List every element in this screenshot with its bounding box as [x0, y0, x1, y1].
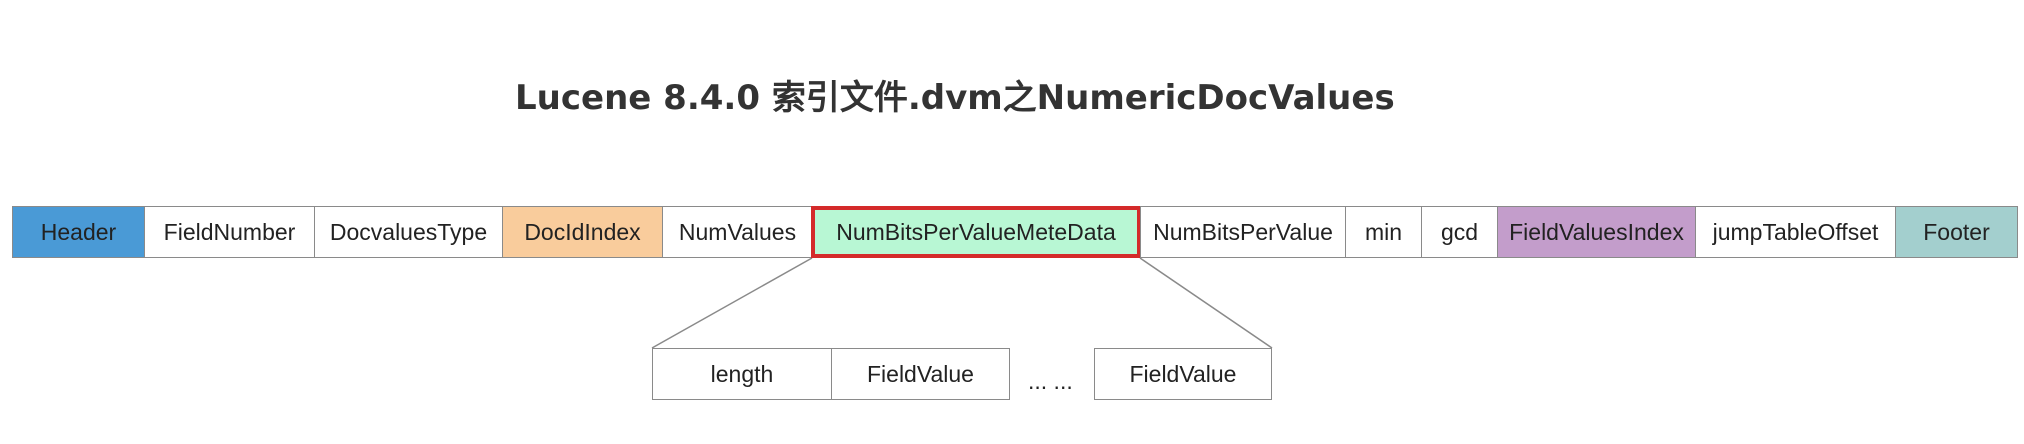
- sub-field-ellipsis: ... ...: [1028, 368, 1073, 394]
- diagram-title: Lucene 8.4.0 索引文件.dvm之NumericDocValues: [515, 78, 1395, 118]
- field-field-values-index: FieldValuesIndex: [1497, 206, 1696, 258]
- sub-field-field-value: FieldValue: [831, 348, 1010, 400]
- field-gcd: gcd: [1421, 206, 1498, 258]
- field-docvalues-type: DocvaluesType: [314, 206, 503, 258]
- field-num-bits-per-value-mete-data: NumBitsPerValueMeteData: [811, 206, 1141, 258]
- connector-line-right: [1139, 257, 1273, 349]
- field-doc-id-index: DocIdIndex: [502, 206, 663, 258]
- field-min: min: [1345, 206, 1422, 258]
- field-field-number: FieldNumber: [144, 206, 315, 258]
- field-num-bits-per-value: NumBitsPerValue: [1140, 206, 1346, 258]
- sub-field-field-value-last: FieldValue: [1094, 348, 1272, 400]
- sub-field-length: length: [652, 348, 832, 400]
- connector-line-left: [651, 257, 813, 349]
- field-jump-table-offset: jumpTableOffset: [1695, 206, 1896, 258]
- field-footer: Footer: [1895, 206, 2018, 258]
- field-num-values: NumValues: [662, 206, 813, 258]
- field-header: Header: [12, 206, 145, 258]
